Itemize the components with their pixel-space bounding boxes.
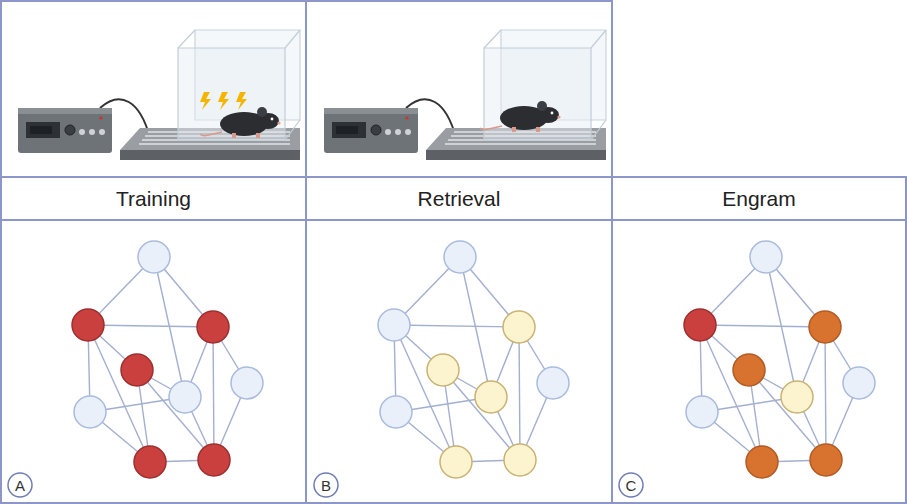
- column-header: Retrieval: [307, 178, 611, 219]
- panel-letter: C: [618, 472, 644, 498]
- panel-letter: A: [7, 472, 33, 498]
- panel-label: C: [626, 478, 637, 493]
- panel-letter: B: [313, 472, 339, 498]
- neuron-network: [684, 241, 875, 478]
- column-header: Engram: [613, 178, 905, 219]
- panel-label: B: [321, 478, 331, 493]
- column-title: Training: [116, 187, 191, 211]
- neuron-network: [72, 241, 263, 478]
- column-header: Training: [2, 178, 305, 219]
- column-title: Retrieval: [418, 187, 501, 211]
- panel-label: A: [15, 478, 25, 493]
- column-title: Engram: [722, 187, 796, 211]
- neuron-network: [378, 241, 569, 478]
